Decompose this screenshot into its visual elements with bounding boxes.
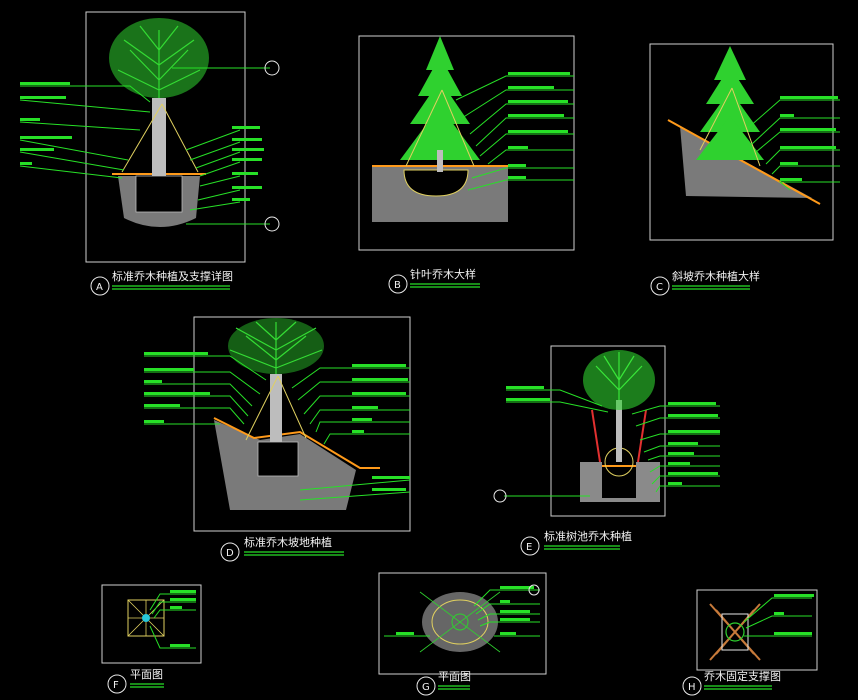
panel-e-tree-crown [583,350,655,410]
panel-c-title: 斜坡乔木种植大样 [672,269,760,283]
panel-d-rootball-pit [257,441,299,477]
panel-g-leaders [384,584,540,637]
panel-d-title: 标准乔木坡地种植 [244,535,332,549]
panel-e-trunk [616,400,622,462]
panel-a-rootball-pit [135,175,183,213]
panel-h-frame [696,589,818,671]
panel-b-title-block: B 针叶乔木大样 [388,267,480,294]
panel-f-trunk [142,614,150,622]
panel-b-leaders [455,72,574,191]
panel-d-letter: D [226,548,234,559]
panel-g-stays [419,591,501,653]
panel-b-detail: B 针叶乔木大样 [358,35,575,294]
panel-d-tree-crown [228,318,324,374]
panel-d-title-block: D 标准乔木坡地种植 [220,535,344,562]
panel-a-letter: A [96,282,103,293]
panel-c-frame [649,43,834,241]
panel-f-title-block: F 平面图 [107,668,164,694]
panel-e-letter: E [526,542,532,553]
panel-a-tree-crown [109,18,209,98]
panel-b-rootball [403,169,469,197]
panel-g-letter: G [422,682,430,693]
panel-e-tree-pit [580,462,660,502]
panel-b-ropes [405,89,475,167]
panel-f-leaders [149,590,196,649]
panel-a-trunk [152,98,166,176]
panel-d-mulch-line [213,417,380,469]
panel-g-title: 平面图 [438,670,471,683]
panel-c-title-block: C 斜坡乔木种植大样 [650,269,760,296]
panel-e-stakes [591,409,647,463]
panel-d-ropes [245,375,307,441]
panel-g-trunk [451,613,469,631]
panel-b-title: 针叶乔木大样 [410,267,476,281]
panel-h-title-block: H 乔木固定支撑图 [682,669,781,696]
panel-c-ropes [699,87,761,167]
panel-b-frame [358,35,575,251]
panel-a-support-ropes [121,103,199,173]
panel-a-detail: A 标准乔木种植及支撑详图 [19,11,280,296]
panel-e-title: 标准树池乔木种植 [544,529,632,543]
panel-c-leaders [747,96,840,191]
panel-d-leaders [144,352,411,501]
panel-f-frame [101,584,202,664]
panel-a-title-block: A 标准乔木种植及支撑详图 [90,269,233,296]
panel-h-leaders [743,594,814,637]
panel-e-frame [550,345,666,517]
panel-e-detail: E 标准树池乔木种植 [493,345,720,556]
panel-h-frame-box [721,613,749,651]
panel-h-letter: H [688,682,696,693]
panel-h-detail: H 乔木固定支撑图 [682,589,818,696]
panel-b-letter: B [394,280,401,291]
panel-g-detail: G 平面图 [378,572,547,696]
panel-a-title: 标准乔木种植及支撑详图 [112,269,233,283]
panel-f-letter: F [113,680,119,691]
panel-a-leaders [19,60,280,232]
panel-a-letter-circle [90,276,110,296]
panel-d-trunk [270,374,282,442]
panel-g-frame [378,572,547,675]
panel-d-detail: D 标准乔木坡地种植 [144,316,411,562]
panel-h-title: 乔木固定支撑图 [704,669,781,683]
panel-h-cross-braces [709,603,761,661]
panel-a-labels [20,82,264,201]
panel-g-pit-ring [431,599,489,645]
panel-f-title: 平面图 [130,668,163,681]
panel-f-detail: F 平面图 [101,584,202,694]
panel-c-letter: C [656,282,663,293]
panel-c-detail: C 斜坡乔木种植大样 [649,43,840,296]
panel-c-slope-line [667,119,821,205]
panel-a-frame [85,11,246,263]
panel-b-conifer [400,36,480,172]
panel-h-trunk [725,622,745,642]
panel-e-title-block: E 标准树池乔木种植 [520,529,632,556]
panel-g-title-block: G 平面图 [416,670,471,696]
panel-e-leaders [493,386,720,503]
